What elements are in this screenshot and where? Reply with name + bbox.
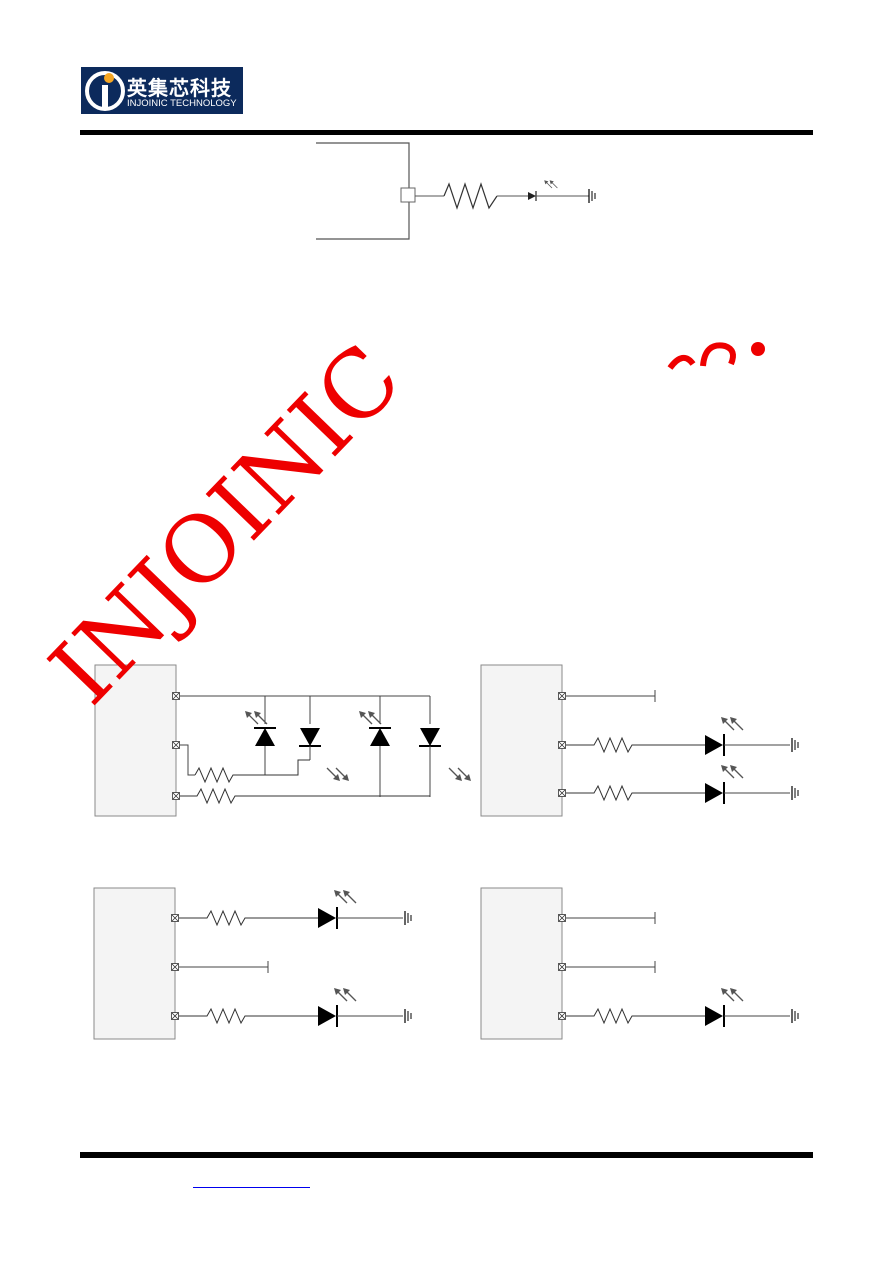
footer-link[interactable] — [193, 1163, 310, 1188]
logo-brand-en: INJOINIC TECHNOLOGY — [127, 98, 237, 109]
logo-brand-cn: 英集芯科技 — [127, 76, 232, 100]
logo-mark-icon — [85, 71, 125, 111]
figure-led-quad — [94, 664, 472, 817]
footer-divider — [80, 1152, 813, 1158]
figure-led-single — [316, 142, 596, 240]
header-divider — [80, 130, 813, 135]
figure-led-two-alt — [93, 887, 412, 1040]
figure-led-two — [480, 664, 799, 817]
company-logo: 英集芯科技 INJOINIC TECHNOLOGY — [81, 67, 243, 114]
figure-led-one — [480, 887, 799, 1040]
watermark-fragment — [667, 342, 765, 370]
